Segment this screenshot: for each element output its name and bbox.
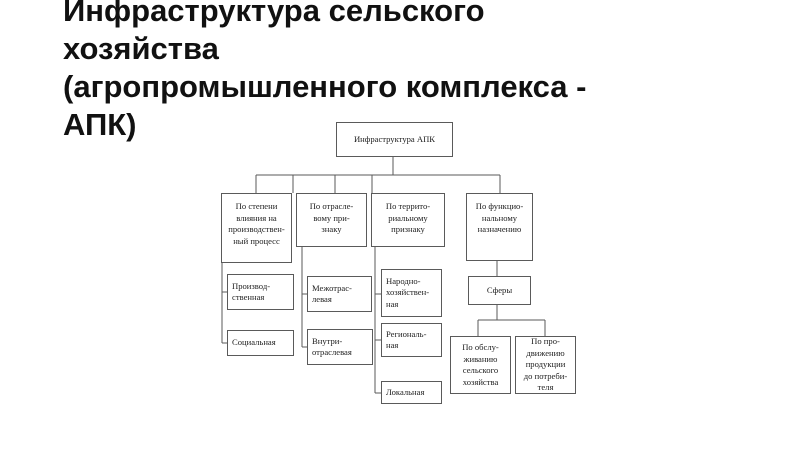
- slide-title-line: Инфраструктура сельского: [63, 0, 485, 28]
- territory-item-regional: Региональ- ная: [381, 323, 442, 357]
- function-item-promotion: По про- движению продукции до потреби- т…: [515, 336, 576, 394]
- category-influence: По степени влияния на производствен- ный…: [221, 193, 292, 263]
- category-function: По функцио- нальному назначению: [466, 193, 533, 261]
- slide-title-line: АПК): [63, 107, 137, 142]
- sector-item-intrasectoral: Внутри- отраслевая: [307, 329, 373, 365]
- function-sub-spheres: Сферы: [468, 276, 531, 305]
- root-node: Инфраструктура АПК: [336, 122, 453, 157]
- slide-title-line: (агропромышленного комплекса -: [63, 69, 587, 104]
- slide-title: Инфраструктура сельского хозяйства (агро…: [63, 0, 783, 144]
- territory-item-local: Локальная: [381, 381, 442, 404]
- sector-item-intersectoral: Межотрас- левая: [307, 276, 372, 312]
- category-territory: По террито- риальному признаку: [371, 193, 445, 247]
- influence-item-production: Производ- ственная: [227, 274, 294, 310]
- slide-title-line: хозяйства: [63, 31, 219, 66]
- function-item-servicing: По обслу- живанию сельского хозяйства: [450, 336, 511, 394]
- territory-item-national: Народно- хозяйствен- ная: [381, 269, 442, 317]
- influence-item-social: Социальная: [227, 330, 294, 356]
- category-sector: По отрасле- вому при- знаку: [296, 193, 367, 247]
